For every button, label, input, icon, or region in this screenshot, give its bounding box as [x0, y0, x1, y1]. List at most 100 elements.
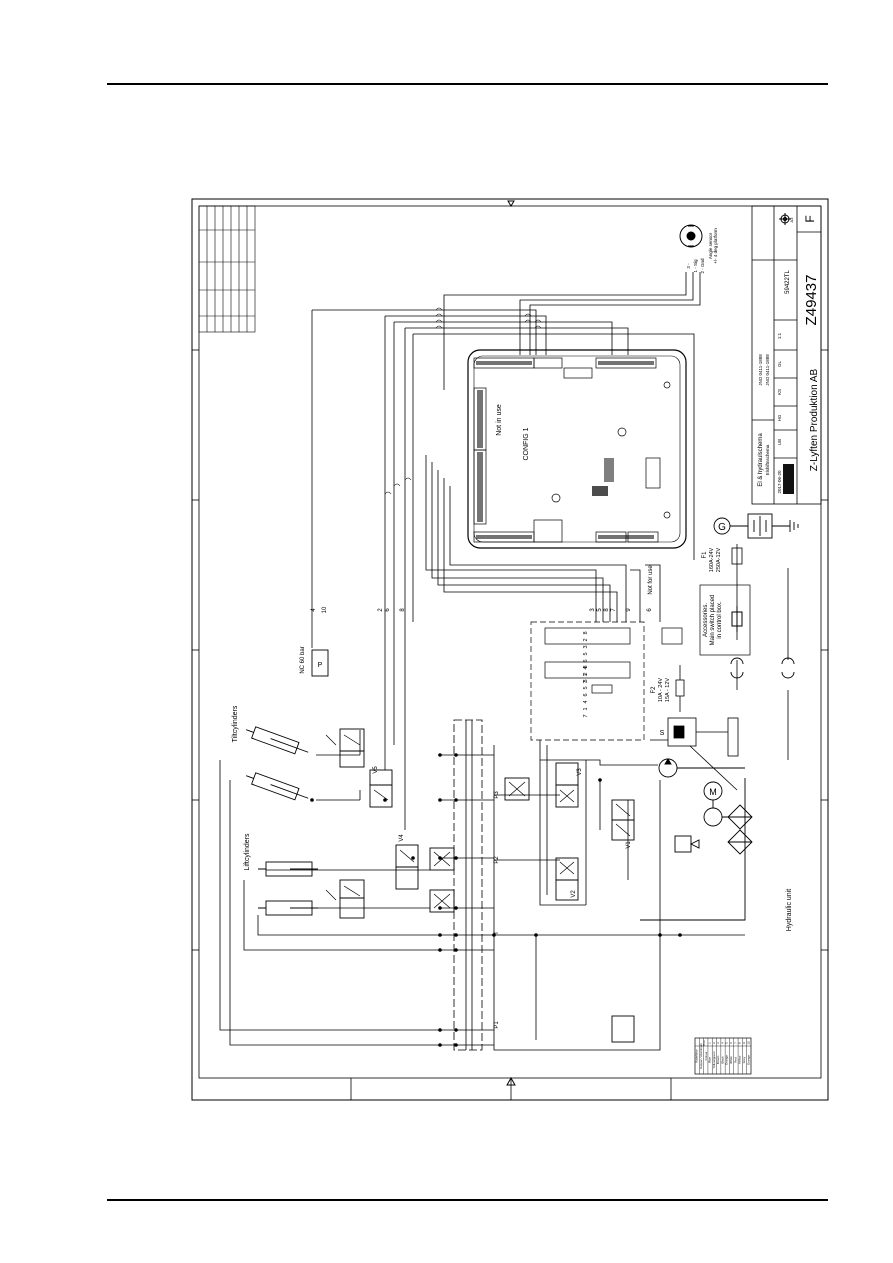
- legend-symbol-label: Kabelskor: [695, 1049, 699, 1062]
- junction-dot: [310, 798, 314, 802]
- junction-dot: [454, 906, 458, 910]
- outer-frame: [191, 198, 829, 1101]
- frame-ticks: [192, 349, 828, 1100]
- port-p2: P2: [494, 856, 500, 864]
- bus-num: 8: [604, 608, 610, 612]
- sign-line-2: JNO 0411-1888: [765, 354, 770, 386]
- bus-num: 3: [590, 608, 596, 612]
- valve-blocks: [311, 649, 635, 1043]
- legend-colour: Orange: [725, 1055, 729, 1065]
- connector-b-pin: 3: [583, 679, 589, 682]
- legend-colour: White: [729, 1056, 733, 1064]
- bus-num: 5: [597, 608, 603, 612]
- connector-a-pin: 2: [583, 638, 589, 641]
- header-rule: [107, 83, 828, 85]
- junction-dot: [454, 753, 458, 757]
- sheet-size: A3: [789, 217, 794, 223]
- bus-num: 4: [311, 608, 317, 612]
- bus-num: 8: [400, 608, 406, 612]
- junction-dot: [438, 753, 442, 757]
- junction-dot: [438, 948, 442, 952]
- legend-header: Pos: [702, 1040, 706, 1046]
- accessories-box: [699, 584, 751, 656]
- legend-colour: Orange: [746, 1055, 750, 1065]
- connector-b-pin: 8: [583, 665, 589, 668]
- title-date: 2017-06-20: [777, 470, 782, 494]
- valve-v5: V5: [373, 766, 379, 774]
- legend-colour: Blue: [708, 1057, 712, 1063]
- relay-s-label: S: [660, 730, 665, 737]
- legend-colour: Black: [720, 1056, 724, 1064]
- legend-colour: Brown: [716, 1055, 720, 1064]
- junction-dot: [658, 933, 662, 937]
- junction-dot: [492, 933, 496, 937]
- legend-pos: 10: [746, 1041, 750, 1045]
- hydraulic-unit-label: Hydraulic unit: [786, 889, 793, 931]
- filter-icons: [674, 804, 753, 855]
- pump-icon: [640, 758, 746, 921]
- valve-v1: V1: [626, 841, 632, 849]
- title-col-ub: UB: [777, 439, 782, 445]
- angle-sensor-icon: [679, 224, 703, 248]
- bus-num: 10: [322, 606, 328, 613]
- legend-pos: 1: [708, 1042, 712, 1044]
- legend-colour: Grey: [742, 1056, 746, 1063]
- junction-dot: [454, 1028, 458, 1032]
- title-col-gl: GL: [777, 361, 782, 368]
- f1-label: F1: [702, 551, 708, 559]
- sensor-pin-3: 3 -: [686, 263, 691, 269]
- inner-frame: [198, 205, 822, 1079]
- valve-labels: V1 V2 V3 V4 V5 P1 P2 P3 T P NC 60 bar: [300, 646, 632, 1028]
- tilt-cylinders: [246, 726, 309, 801]
- bus-num: 6: [647, 608, 653, 612]
- connector-b-pin: 7: [583, 714, 589, 717]
- junction-dot: [454, 798, 458, 802]
- legend-pos: 3: [716, 1042, 720, 1044]
- junction-dot: [438, 933, 442, 937]
- nc-60-bar-label: NC 60 bar: [300, 646, 306, 673]
- legend-pos: 9: [742, 1042, 746, 1044]
- title-col-scale: 1:1: [777, 332, 782, 339]
- bus-num: 7: [611, 608, 617, 612]
- tilt-cylinders-label: Tiltcylinders: [232, 705, 239, 742]
- center-mark-top: [507, 200, 515, 207]
- revision-grid: [198, 205, 256, 333]
- f2-label: F2: [651, 686, 657, 694]
- connector-a-pin: 8: [583, 631, 589, 634]
- angle-sensor-label-b: +/- 4 deg platform: [713, 228, 718, 264]
- legend-header: Colour: [704, 1052, 708, 1061]
- port-t: T: [494, 931, 500, 935]
- junction-dot: [598, 778, 602, 782]
- control-box-label: in control box.: [717, 601, 723, 639]
- legend-pos: 6: [729, 1042, 733, 1044]
- sensor-pin-2: 2 - Gnd: [700, 258, 705, 274]
- valve-v3: V3: [577, 768, 583, 776]
- legend-pos: 7: [733, 1042, 737, 1044]
- relay-s-icon: [650, 717, 739, 791]
- bus-number-labels: 4 10 2 6 8 3 5 8 7 9 6: [311, 606, 653, 613]
- projection-symbol-icon: [779, 213, 791, 225]
- connector-a-pin: 3: [583, 645, 589, 648]
- legend-pos: 5: [725, 1042, 729, 1044]
- revision-letter: F: [803, 215, 817, 222]
- sensor-pin-1: 1 - Sig: [693, 259, 698, 273]
- port-p3: P3: [494, 791, 500, 799]
- f2-rating-a: 10A - 24V: [658, 678, 664, 702]
- valve-v2: V2: [571, 890, 577, 898]
- lift-cylinders: [258, 861, 318, 916]
- not-in-use-label: Not in use: [496, 404, 503, 436]
- generator-letter: G: [718, 522, 726, 533]
- connector-plugs: [730, 657, 795, 679]
- controller-board: [467, 349, 687, 549]
- connector-panels: [530, 621, 683, 741]
- accessories-label: Accessories.: [703, 603, 709, 637]
- connector-b-pin: 5: [583, 686, 589, 689]
- junction-dot: [383, 798, 387, 802]
- connector-a-pin: 6: [583, 659, 589, 662]
- valve-v4: V4: [399, 834, 405, 842]
- legend-colour: Red: [733, 1057, 737, 1063]
